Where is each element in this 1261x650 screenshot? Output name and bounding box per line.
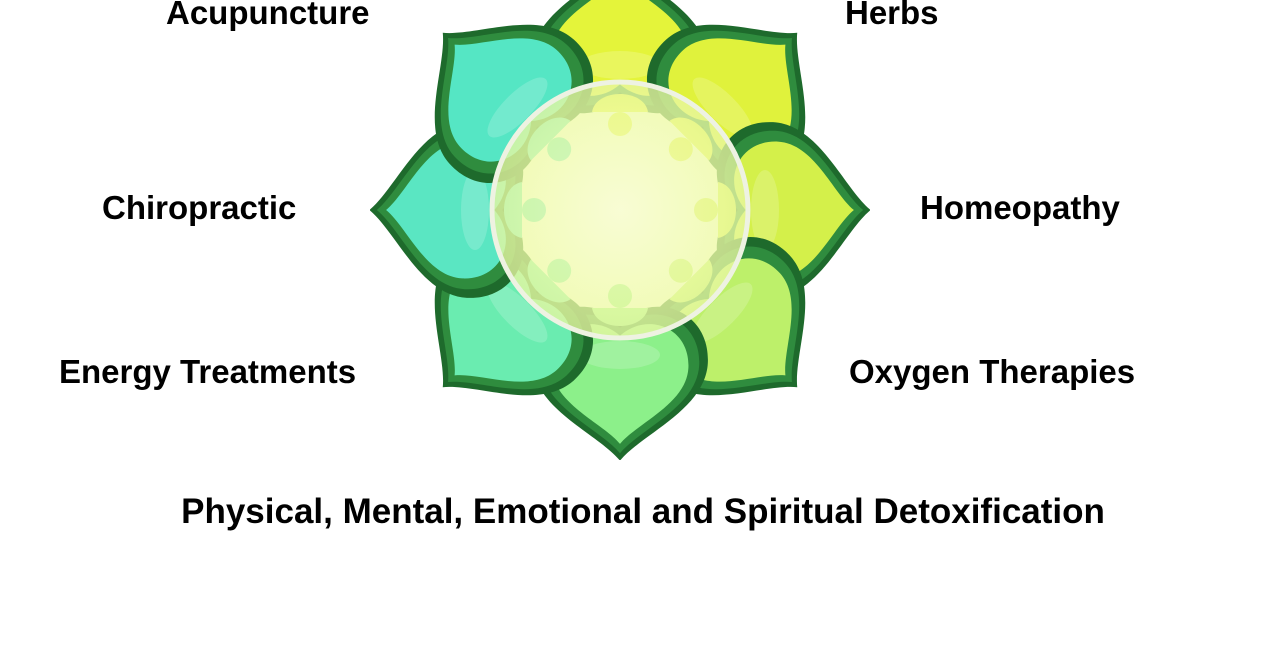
petal-highlight (751, 170, 779, 250)
petal-highlight (692, 77, 753, 138)
petal-fill (448, 38, 572, 162)
detox-flower (370, 0, 870, 460)
petal-highlight (487, 282, 548, 343)
center-disc (489, 79, 751, 341)
petal-group (370, 0, 870, 460)
petal-top-left (434, 24, 593, 183)
petal-highlight (487, 77, 548, 138)
label-herbs: Herbs (845, 0, 939, 31)
label-chiropractic: Chiropractic (102, 189, 297, 226)
petal-highlight (461, 170, 489, 250)
label-homeopathy: Homeopathy (920, 189, 1120, 226)
label-energy-treatments: Energy Treatments (59, 353, 357, 390)
petal-highlight (692, 282, 753, 343)
label-acupuncture: Acupuncture (166, 0, 370, 31)
petal-bottom (532, 306, 708, 460)
petal-highlight (580, 341, 660, 369)
label-oxygen-therapies: Oxygen Therapies (849, 353, 1136, 390)
petal-highlight (580, 51, 660, 79)
caption: Physical, Mental, Emotional and Spiritua… (181, 492, 1105, 531)
